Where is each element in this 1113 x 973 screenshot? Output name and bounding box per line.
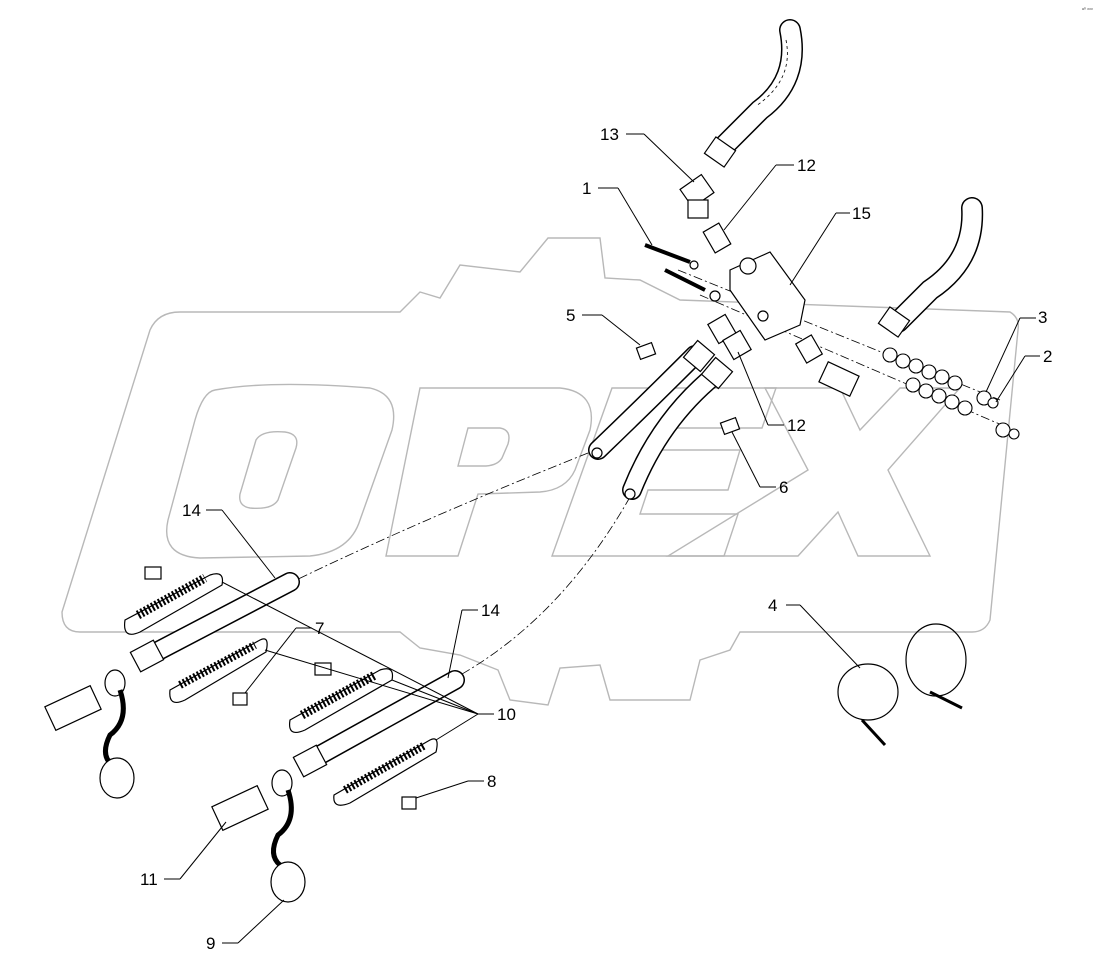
callout-label-4: 4 — [768, 596, 777, 615]
callout-11: 11 — [140, 821, 227, 889]
hose-upper — [703, 19, 803, 168]
assembly-lines — [289, 269, 1019, 679]
sleeve-assembly-left — [123, 566, 300, 706]
watermark-gear-outline — [61, 237, 1020, 706]
callout-label-10: 10 — [497, 705, 516, 724]
washers — [882, 347, 1020, 440]
callout-label-12b: 12 — [787, 416, 806, 435]
callout-9: 9 — [206, 899, 285, 953]
adapter-12-upper — [702, 222, 732, 254]
callout-12a: 12 — [723, 156, 816, 231]
hose-right — [877, 197, 984, 338]
parts — [44, 19, 1020, 903]
callouts: 1 2 3 4 5 6 7 8 — [140, 125, 1052, 953]
callout-label-3: 3 — [1038, 308, 1047, 327]
callout-label-7: 7 — [315, 619, 324, 638]
callout-label-2: 2 — [1043, 347, 1052, 366]
callout-label-6: 6 — [779, 478, 788, 497]
elbow-fitting-13 — [679, 173, 715, 219]
callout-14a: 14 — [182, 501, 276, 579]
callout-2: 2 — [995, 347, 1052, 403]
callout-4: 4 — [768, 596, 861, 669]
callout-13: 13 — [600, 125, 695, 183]
callout-label-12a: 12 — [797, 156, 816, 175]
hoses-middle — [588, 339, 734, 500]
clip-5 — [635, 341, 657, 361]
sleeve-assembly-right — [288, 662, 465, 810]
center-line-right-hose — [454, 496, 631, 679]
callout-7: 7 — [244, 619, 324, 694]
callout-label-15: 15 — [852, 204, 871, 223]
callout-label-11: 11 — [140, 870, 158, 889]
callout-label-5: 5 — [566, 306, 575, 325]
callout-label-8: 8 — [487, 772, 496, 791]
callout-6: 6 — [731, 431, 788, 497]
cable-ties-4 — [837, 623, 967, 747]
watermark-letter-x — [665, 387, 962, 557]
fittings-right — [794, 334, 860, 397]
watermark-letter-e — [551, 387, 777, 557]
callout-label-13: 13 — [600, 125, 619, 144]
watermark-letter-o — [166, 383, 395, 559]
callout-label-1: 1 — [582, 179, 591, 198]
adapters-12-lower — [707, 313, 752, 361]
bolts-1 — [644, 243, 721, 302]
manifold-block-15 — [729, 251, 806, 341]
callout-1: 1 — [582, 179, 653, 246]
callout-10: 10 — [221, 581, 516, 741]
callout-label-9: 9 — [206, 934, 215, 953]
callout-label-14a: 14 — [182, 501, 201, 520]
clip-6 — [719, 416, 741, 436]
callout-8: 8 — [415, 772, 496, 799]
center-line-left-hose — [289, 452, 589, 584]
corner-mark: ᵃ⁰ ᵒᵒᵒ — [1082, 7, 1093, 13]
callout-5: 5 — [566, 306, 641, 346]
callout-15: 15 — [789, 204, 871, 286]
watermark-logo — [61, 237, 1020, 706]
coupler-left — [44, 669, 135, 799]
watermark-letter-p — [385, 387, 592, 557]
callout-14b: 14 — [447, 601, 500, 679]
callout-12b: 12 — [737, 351, 806, 435]
callout-3: 3 — [985, 308, 1047, 393]
coupler-right — [211, 769, 306, 903]
callout-label-14b: 14 — [481, 601, 500, 620]
